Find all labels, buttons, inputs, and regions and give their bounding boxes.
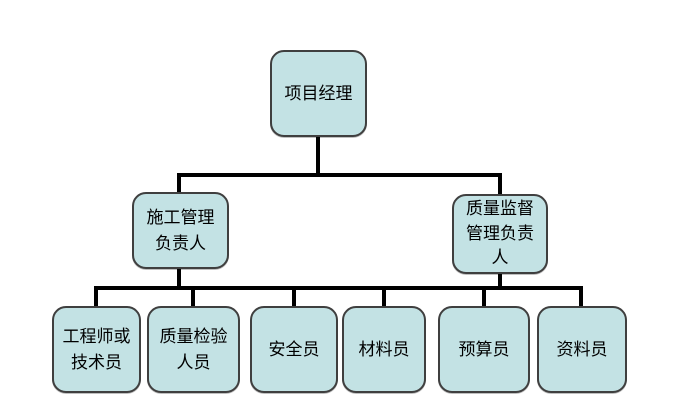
node-material-officer: 材料员 bbox=[342, 306, 426, 393]
connector-root-vertical bbox=[316, 135, 320, 177]
node-document-officer: 资料员 bbox=[537, 306, 627, 393]
node-engineer-or-technician: 工程师或 技术员 bbox=[52, 306, 141, 393]
connector-drop-budget bbox=[482, 286, 486, 308]
connector-drop-engineer bbox=[94, 286, 98, 308]
node-project-manager: 项目经理 bbox=[270, 50, 367, 137]
node-quality-supervision-manager: 质量监督 管理负责 人 bbox=[452, 194, 548, 274]
connector-quality-down bbox=[498, 272, 502, 290]
node-quality-inspection-staff: 质量检验 人员 bbox=[147, 306, 240, 393]
node-safety-officer: 安全员 bbox=[250, 306, 338, 393]
connector-drop-material bbox=[382, 286, 386, 308]
connector-construction-down bbox=[177, 267, 181, 290]
connector-construction-up bbox=[177, 173, 181, 194]
connector-level3-horizontal bbox=[94, 286, 583, 290]
node-budget-officer: 预算员 bbox=[438, 306, 530, 393]
node-construction-manager: 施工管理 负责人 bbox=[132, 192, 229, 269]
connector-quality-up bbox=[498, 173, 502, 196]
connector-level2-horizontal bbox=[177, 173, 502, 177]
connector-drop-document bbox=[579, 286, 583, 308]
connector-drop-safety bbox=[292, 286, 296, 308]
connector-drop-inspector bbox=[191, 286, 195, 308]
